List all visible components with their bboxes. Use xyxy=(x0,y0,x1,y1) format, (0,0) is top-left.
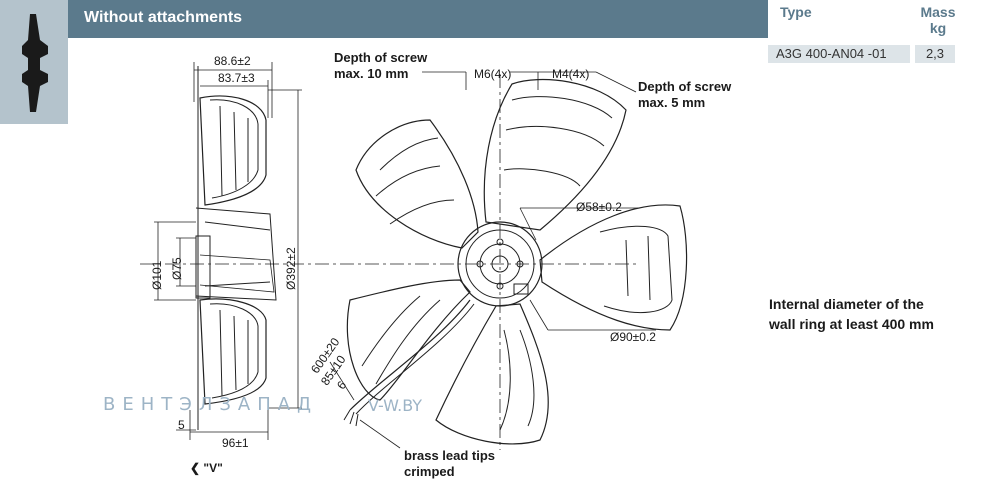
view-v-text: "V" xyxy=(203,461,223,475)
note-screw-depth-10: Depth of screw max. 10 mm xyxy=(334,50,427,82)
front-dimensions xyxy=(329,71,656,449)
dim-diameter-90: Ø90±0.2 xyxy=(610,330,656,344)
page-title: Without attachments xyxy=(84,9,243,26)
fan-side-silhouette-icon xyxy=(22,14,48,112)
dim-96: 96±1 xyxy=(222,436,249,450)
side-dimensions xyxy=(140,62,340,440)
dim-total-depth: 88.6±2 xyxy=(214,54,251,68)
dim-diameter-58: Ø58±0.2 xyxy=(576,200,622,214)
front-view-drawing xyxy=(340,74,688,450)
wall-ring-note-line1: Internal diameter of the xyxy=(769,296,924,312)
dim-diameter-392: Ø392±2 xyxy=(284,247,298,290)
dim-5: 5 xyxy=(178,418,185,432)
note-brass-lead-tips: brass lead tips crimped xyxy=(404,448,495,480)
dim-m4: M4(4x) xyxy=(552,67,590,81)
dim-diameter-75: Ø75 xyxy=(170,257,184,280)
note-screw-depth-5: Depth of screw max. 5 mm xyxy=(638,79,731,111)
header-bar: Without attachments xyxy=(68,0,768,38)
dim-diameter-101: Ø101 xyxy=(150,260,164,290)
mass-label: Mass xyxy=(920,4,956,20)
dim-m6: M6(4x) xyxy=(474,67,512,81)
note-screw-depth-10-line2: max. 10 mm xyxy=(334,66,409,81)
note-screw-depth-10-line1: Depth of screw xyxy=(334,50,428,65)
mass-column-header: Mass kg xyxy=(918,4,958,36)
note-screw-depth-5-line1: Depth of screw xyxy=(638,79,732,94)
watermark-site: V-W.BY xyxy=(368,396,423,415)
note-brass-line1: brass lead tips xyxy=(404,448,496,463)
type-column-header: Type xyxy=(780,4,812,20)
note-screw-depth-5-line2: max. 5 mm xyxy=(638,95,706,110)
wall-ring-note: Internal diameter of the wall ring at le… xyxy=(769,294,934,334)
side-view-drawing xyxy=(195,66,277,430)
type-value-cell: A3G 400-AN04 -01 xyxy=(768,45,910,63)
watermark-brand: ВЕНТЭЛЗАПАД xyxy=(103,394,319,415)
chevron-left-icon: ❮ xyxy=(190,461,204,475)
wall-ring-note-line2: wall ring at least 400 mm xyxy=(769,316,934,332)
view-v-label: ❮ "V" xyxy=(190,461,223,475)
dim-depth: 83.7±3 xyxy=(218,71,255,85)
product-thumbnail xyxy=(0,0,68,124)
mass-value-cell: 2,3 xyxy=(915,45,955,63)
mass-unit: kg xyxy=(929,20,947,36)
note-brass-line2: crimped xyxy=(404,464,455,479)
